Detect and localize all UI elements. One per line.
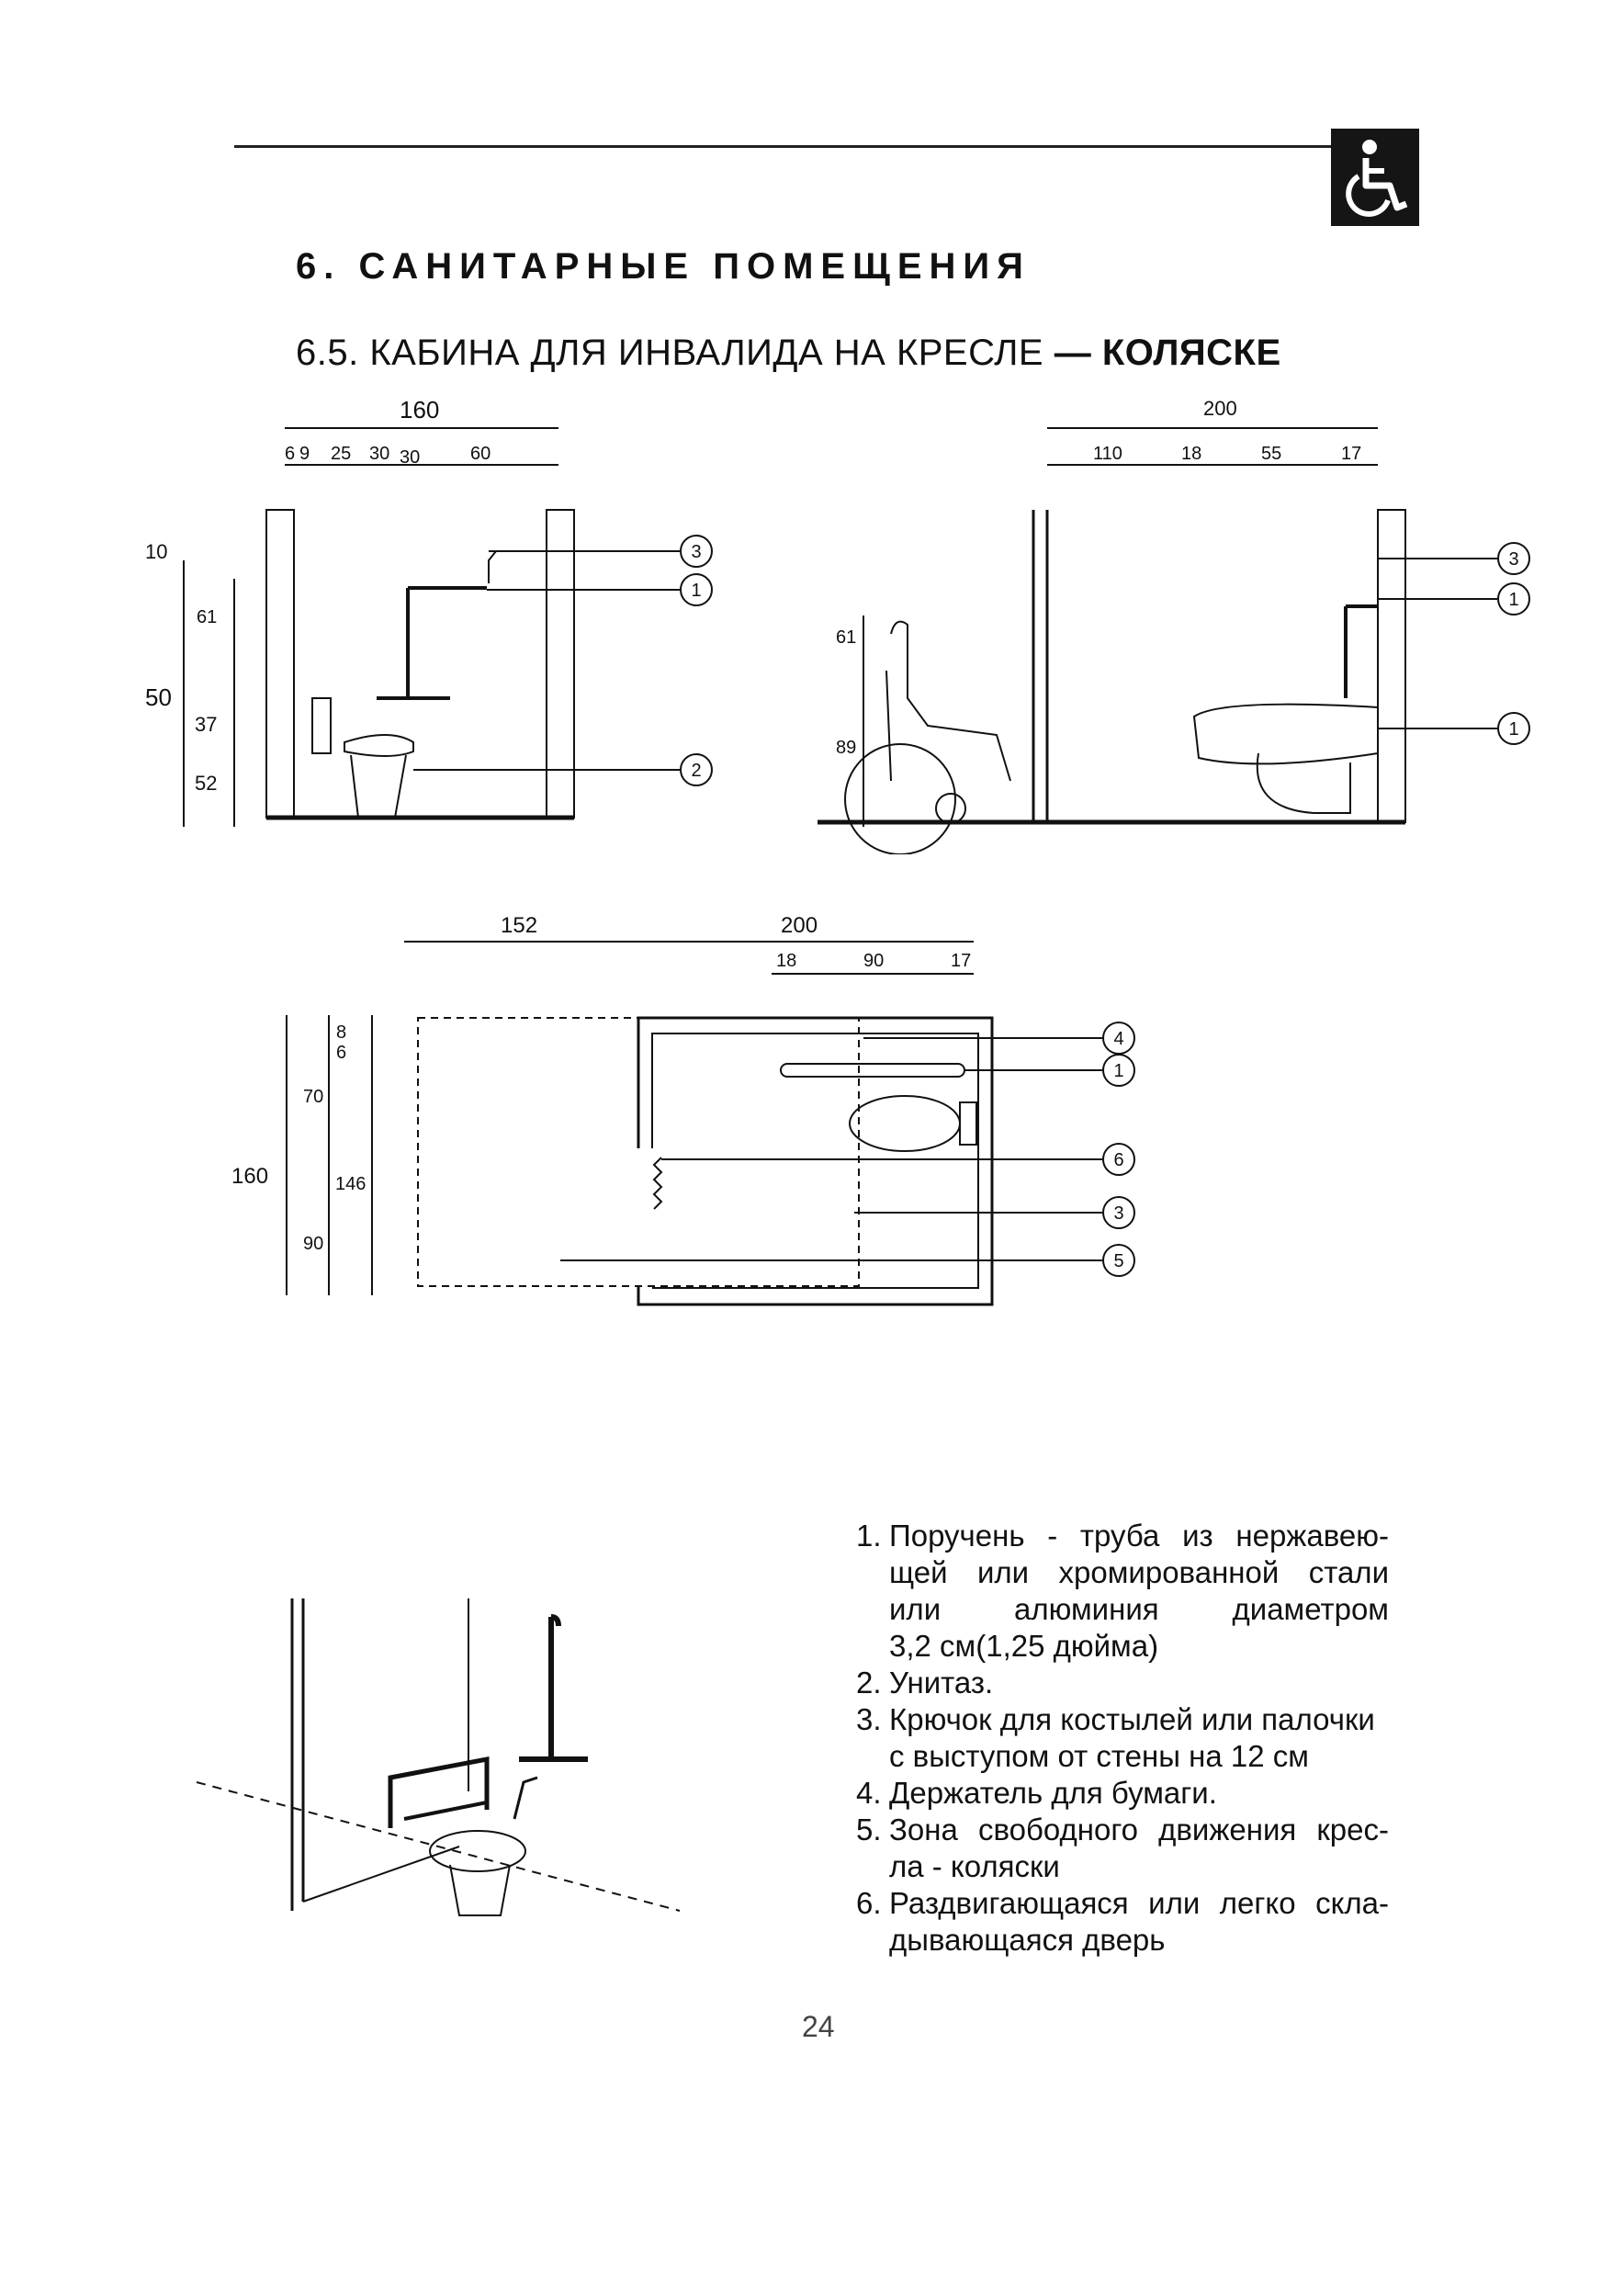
plan-dim-right: 200 bbox=[781, 913, 818, 938]
plan-dim-seg-1: 18 bbox=[776, 951, 796, 971]
legend-item-4: 4. Держатель для бумаги. bbox=[856, 1775, 1389, 1812]
front-dim-seg-5: 30 bbox=[400, 447, 420, 468]
legend-item-3: 3. Крючок для костылей или палочки с выс… bbox=[856, 1701, 1389, 1775]
legend: 1. Поручень - труба из нержавею- щей или… bbox=[856, 1518, 1389, 1959]
front-callout-1: 1 bbox=[691, 581, 701, 601]
side-callout-1b: 1 bbox=[1508, 719, 1518, 740]
side-dim-seg-2: 18 bbox=[1181, 444, 1201, 464]
plan-vdim-6: 90 bbox=[303, 1234, 323, 1254]
legend-line: ла - коляски bbox=[889, 1849, 1060, 1883]
plan-callout-1: 1 bbox=[1113, 1061, 1123, 1081]
legend-item-1: 1. Поручень - труба из нержавею- щей или… bbox=[856, 1518, 1389, 1665]
legend-line: Поручень - труба из нержавею- bbox=[889, 1519, 1389, 1553]
legend-line: Держатель для бумаги. bbox=[889, 1776, 1217, 1810]
side-dim-seg-3: 55 bbox=[1261, 444, 1281, 464]
side-vdim-2: 89 bbox=[836, 738, 856, 758]
plan-vdim-1: 8 bbox=[336, 1022, 346, 1043]
front-dim-seg-1: 6 bbox=[285, 444, 295, 464]
legend-num: 1. bbox=[856, 1519, 882, 1553]
legend-num: 6. bbox=[856, 1886, 882, 1920]
legend-line: или алюминия диаметром bbox=[889, 1592, 1389, 1626]
front-dim-total: 160 bbox=[400, 396, 439, 424]
subsection-title-main: 6.5. КАБИНА ДЛЯ ИНВАЛИДА НА КРЕСЛЕ bbox=[296, 333, 1044, 373]
front-vdim-4: 37 bbox=[195, 713, 217, 736]
plan-callout-5: 5 bbox=[1113, 1251, 1123, 1271]
legend-line: с выступом от стены на 12 см bbox=[889, 1739, 1309, 1773]
legend-item-6: 6. Раздвигающаяся или легко скла- дывающ… bbox=[856, 1885, 1389, 1959]
front-dim-seg-6: 60 bbox=[470, 444, 491, 464]
section-title: 6. САНИТАРНЫЕ ПОМЕЩЕНИЯ bbox=[296, 246, 1031, 287]
legend-num: 4. bbox=[856, 1776, 882, 1810]
front-dim-seg-3: 25 bbox=[331, 444, 351, 464]
side-callout-3: 3 bbox=[1508, 549, 1518, 570]
plan-view-drawing: 152 200 18 90 17 8 6 70 160 146 90 4 1 6… bbox=[231, 913, 1135, 1306]
plan-vdim-3: 70 bbox=[303, 1087, 323, 1107]
front-callout-3: 3 bbox=[691, 542, 701, 562]
legend-num: 2. bbox=[856, 1666, 882, 1700]
legend-num: 3. bbox=[856, 1702, 882, 1736]
plan-callout-3: 3 bbox=[1113, 1203, 1123, 1224]
subsection-title-bold: — КОЛЯСКЕ bbox=[1043, 333, 1281, 373]
front-view-drawing: 160 6 9 25 30 30 60 10 61 50 37 52 3 1 2 bbox=[145, 396, 713, 827]
page-number: 24 bbox=[802, 2010, 835, 2043]
legend-num: 5. bbox=[856, 1813, 882, 1846]
legend-line: Раздвигающаяся или легко скла- bbox=[889, 1886, 1389, 1920]
front-callout-2: 2 bbox=[691, 761, 701, 781]
wheelchair-badge bbox=[1331, 129, 1419, 226]
side-callout-1a: 1 bbox=[1508, 590, 1518, 610]
plan-dim-seg-3: 17 bbox=[951, 951, 971, 971]
side-dim-seg-4: 17 bbox=[1341, 444, 1361, 464]
side-dim-seg-1: 110 bbox=[1093, 444, 1122, 464]
side-vdim-1: 61 bbox=[836, 627, 856, 648]
legend-line: Зона свободного движения крес- bbox=[889, 1813, 1389, 1846]
wheelchair-icon bbox=[1346, 140, 1408, 217]
legend-item-2: 2. Унитаз. bbox=[856, 1665, 1389, 1701]
front-vdim-1: 10 bbox=[145, 540, 167, 563]
front-vdim-5: 52 bbox=[195, 772, 217, 795]
front-vdim-3: 50 bbox=[145, 683, 172, 711]
legend-item-5: 5. Зона свободного движения крес- ла - к… bbox=[856, 1812, 1389, 1885]
side-dim-total: 200 bbox=[1203, 397, 1237, 420]
side-view-drawing: 200 110 18 55 17 61 89 3 1 1 bbox=[818, 397, 1530, 854]
front-dim-seg-2: 9 bbox=[299, 444, 310, 464]
header-rule bbox=[234, 145, 1332, 148]
legend-line: Крючок для костылей или палочки bbox=[889, 1702, 1375, 1736]
legend-line: Унитаз. bbox=[889, 1666, 994, 1700]
plan-callout-4: 4 bbox=[1113, 1029, 1123, 1049]
front-vdim-2: 61 bbox=[197, 607, 217, 627]
subsection-title: 6.5. КАБИНА ДЛЯ ИНВАЛИДА НА КРЕСЛЕ — КОЛ… bbox=[296, 333, 1281, 374]
legend-line: щей или хромированной стали bbox=[889, 1555, 1389, 1589]
plan-callout-6: 6 bbox=[1113, 1150, 1123, 1170]
plan-dim-left: 152 bbox=[501, 913, 537, 938]
legend-line: 3,2 см(1,25 дюйма) bbox=[889, 1629, 1159, 1663]
perspective-drawing bbox=[196, 1598, 681, 1916]
plan-dim-seg-2: 90 bbox=[863, 951, 884, 971]
plan-vdim-4: 160 bbox=[231, 1164, 268, 1189]
plan-vdim-2: 6 bbox=[336, 1043, 346, 1063]
legend-line: дывающаяся дверь bbox=[889, 1923, 1166, 1957]
plan-vdim-5: 146 bbox=[335, 1174, 366, 1194]
front-dim-seg-4: 30 bbox=[369, 444, 389, 464]
